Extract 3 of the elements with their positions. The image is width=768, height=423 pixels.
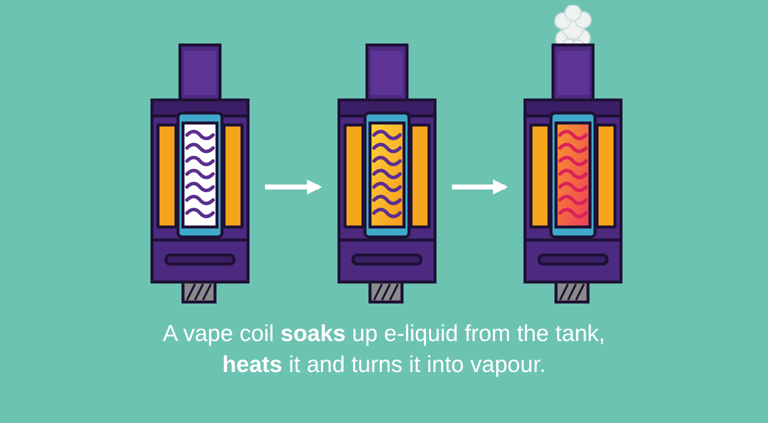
caption: A vape coil soaks up e-liquid from the tank, heats it and turns it into vapour.: [162, 319, 606, 379]
arrow: [452, 180, 508, 194]
arrow: [265, 180, 322, 194]
